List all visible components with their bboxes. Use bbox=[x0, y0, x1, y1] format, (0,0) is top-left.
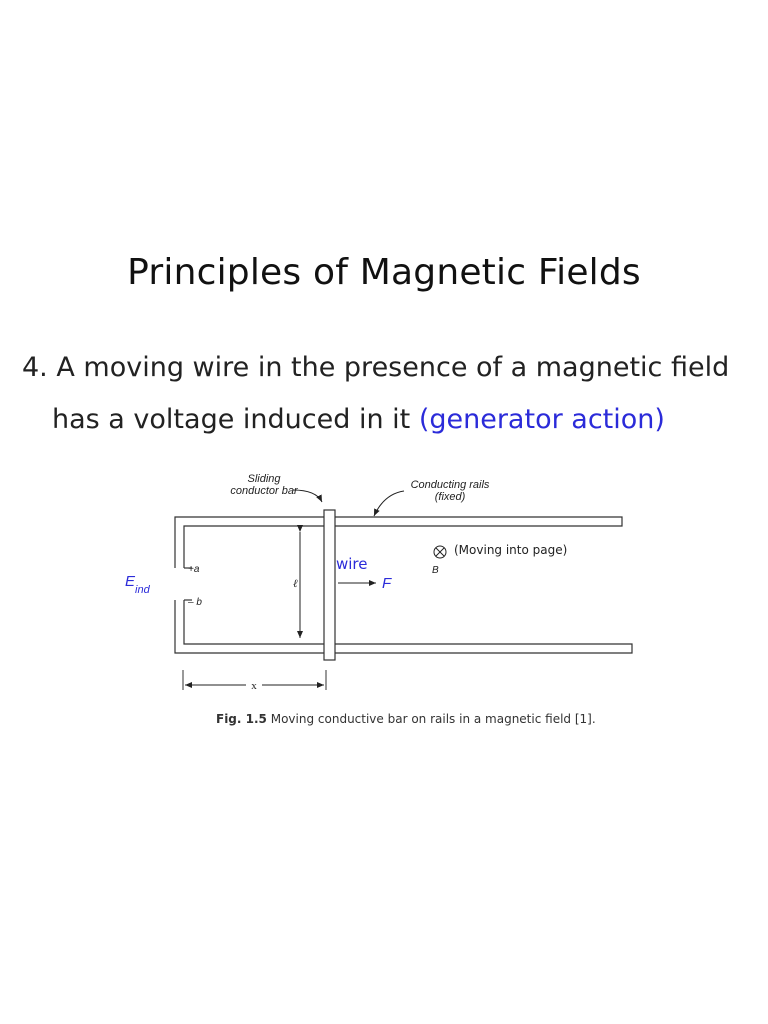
slide-title: Principles of Magnetic Fields bbox=[127, 252, 641, 293]
sliding-bar-leader bbox=[292, 489, 323, 503]
terminal-a-label: +a bbox=[188, 564, 200, 575]
top-rail bbox=[174, 516, 623, 568]
rail-generator-figure: Sliding conductor bar Conducting rails (… bbox=[0, 460, 768, 750]
rails-leader bbox=[373, 490, 405, 517]
emf-subscript: ind bbox=[135, 584, 151, 596]
bullet-number: 4. bbox=[22, 352, 48, 383]
field-symbol: B bbox=[432, 565, 439, 576]
wire-label: wire bbox=[336, 555, 368, 573]
bullet-text-line1: A moving wire in the presence of a magne… bbox=[56, 352, 730, 383]
field-cross-2 bbox=[435, 547, 445, 557]
distance-label: x bbox=[251, 680, 257, 692]
emf-label: Eind bbox=[125, 573, 151, 596]
rails-label-2: (fixed) bbox=[435, 491, 466, 503]
bullet-text-line2: has a voltage induced in it bbox=[52, 404, 411, 435]
generator-action-highlight: (generator action) bbox=[418, 404, 665, 435]
rail-diagram: Sliding conductor bar Conducting rails (… bbox=[125, 473, 633, 692]
emf-main: E bbox=[125, 573, 136, 590]
figure-caption: Fig. 1.5 Moving conductive bar on rails … bbox=[216, 712, 596, 726]
rails-label-1: Conducting rails bbox=[411, 479, 490, 491]
force-label: F bbox=[382, 575, 392, 592]
sliding-bar-label-1: Sliding bbox=[247, 473, 281, 485]
bullet-point: 4. A moving wire in the presence of a ma… bbox=[22, 342, 752, 446]
sliding-conductor-bar bbox=[323, 509, 336, 661]
bottom-rail bbox=[174, 600, 633, 654]
sliding-bar-label-2: conductor bar bbox=[230, 485, 299, 497]
field-note: (Moving into page) bbox=[454, 543, 567, 557]
length-label: ℓ bbox=[293, 578, 298, 590]
caption-text: Moving conductive bar on rails in a magn… bbox=[270, 712, 596, 726]
terminal-b-label: – b bbox=[187, 597, 202, 608]
bullet-line2: has a voltage induced in it (generator a… bbox=[22, 394, 752, 446]
caption-label: Fig. 1.5 bbox=[216, 712, 267, 726]
field-into-page-icon bbox=[433, 545, 447, 559]
